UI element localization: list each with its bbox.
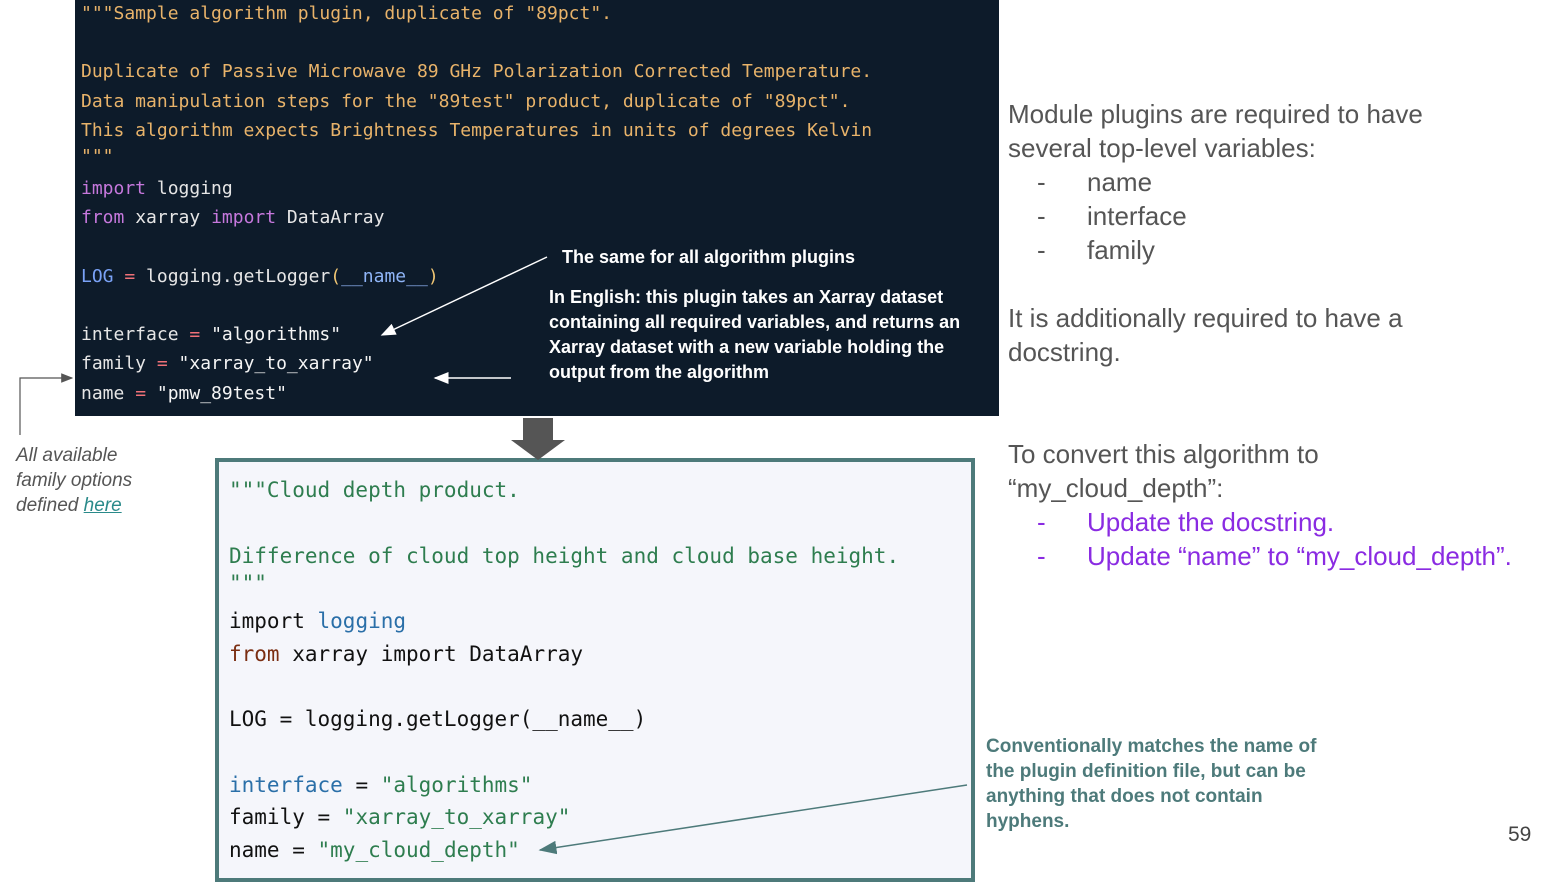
note-same-for-all: The same for all algorithm plugins [562, 247, 856, 267]
light-name-val: "my_cloud_depth" [317, 838, 520, 862]
from-import-keyword: import [211, 207, 277, 228]
family-var: family [81, 353, 147, 374]
family-eq: = [146, 353, 179, 374]
light-name-plain: name = [229, 838, 318, 862]
log-close-paren: ) [427, 266, 439, 287]
bullet-family: family [1087, 235, 1155, 265]
light-from-line: from xarray import DataArray [229, 641, 583, 667]
light-code-panel: """Cloud depth product. Difference of cl… [215, 458, 975, 882]
step-dash-1: - [1037, 507, 1046, 537]
dark-doc-line-1: """Sample algorithm plugin, duplicate of… [81, 3, 613, 24]
log-var: LOG [81, 266, 114, 287]
from-module: xarray [124, 207, 212, 228]
doc-line-2: docstring. [1008, 337, 1121, 367]
doc-line-1: It is additionally required to have a [1008, 303, 1403, 333]
bullet-interface: interface [1087, 201, 1187, 231]
bullet-name: name [1087, 167, 1153, 197]
interface-eq: = [178, 324, 212, 345]
page-number: 59 [1508, 823, 1532, 846]
light-import-mod: logging [317, 609, 407, 633]
note-in-english: In English: this plugin takes an Xarray … [549, 287, 961, 382]
from-keyword: from [81, 207, 125, 228]
side-note-line3: defined [16, 495, 84, 516]
light-from-rest: xarray import DataArray [279, 642, 584, 666]
side-note: All available family options defined her… [16, 443, 166, 518]
convert-line-2: “my_cloud_depth”: [1008, 473, 1224, 503]
log-dunder: __name__ [341, 266, 428, 287]
step-update-docstring: Update the docstring. [1087, 507, 1335, 537]
dark-code-panel: """Sample algorithm plugin, duplicate of… [75, 0, 999, 416]
req-line-2: several top-level variables: [1008, 133, 1316, 163]
light-name-line: name = "my_cloud_depth" [229, 837, 520, 863]
name-var: name [81, 383, 125, 404]
step-update-name: Update “name” to “my_cloud_depth”. [1087, 541, 1512, 571]
light-interface-var: interface [229, 773, 343, 797]
from-name: DataArray [276, 207, 385, 228]
name-eq: = [124, 383, 157, 404]
dark-name-line: name = "pmw_89test" [81, 383, 287, 405]
log-open-paren: ( [330, 266, 342, 287]
light-family-plain: family = [229, 805, 343, 829]
side-note-line2: family options [16, 470, 133, 491]
light-import-line: import logging [229, 608, 406, 634]
arrow-side-note [19, 373, 74, 435]
dark-interface-line: interface = "algorithms" [81, 324, 341, 346]
family-options-link[interactable]: here [83, 495, 122, 516]
light-family-val: "xarray_to_xarray" [342, 805, 571, 829]
log-eq: = [113, 266, 147, 287]
bullet-dash-2: - [1037, 201, 1046, 231]
light-log-line: LOG = logging.getLogger(__name__) [229, 707, 647, 731]
family-val: "xarray_to_xarray" [178, 353, 374, 374]
light-family-line: family = "xarray_to_xarray" [229, 804, 570, 830]
light-import-kw: import [229, 609, 318, 633]
interface-val: "algorithms" [211, 324, 342, 345]
light-doc-line-3: """ [229, 571, 267, 595]
convert-line-1: To convert this algorithm to [1008, 439, 1319, 469]
interface-var: interface [81, 324, 179, 345]
teal-note: Conventionally matches the name of the p… [986, 736, 1317, 832]
bullet-dash-1: - [1037, 167, 1046, 197]
dark-import-line: import logging [81, 178, 233, 200]
import-keyword: import [81, 178, 147, 199]
import-module: logging [146, 178, 233, 199]
light-interface-line: interface = "algorithms" [229, 772, 532, 798]
side-note-line1: All available [16, 445, 118, 466]
light-doc-line-2: Difference of cloud top height and cloud… [229, 544, 900, 568]
light-interface-val: "algorithms" [380, 773, 533, 797]
dark-from-line: from xarray import DataArray [81, 207, 384, 229]
dark-family-line: family = "xarray_to_xarray" [81, 353, 374, 375]
req-line-1: Module plugins are required to have [1008, 99, 1423, 129]
dark-log-line: LOG = logging.getLogger(__name__) [81, 266, 439, 288]
dark-doc-line-4: Data manipulation steps for the "89test"… [81, 91, 851, 112]
dark-doc-line-6: """ [81, 146, 114, 167]
dark-doc-line-3: Duplicate of Passive Microwave 89 GHz Po… [81, 61, 873, 82]
light-doc-line-1: """Cloud depth product. [229, 478, 520, 502]
light-interface-eq: = [342, 773, 381, 797]
name-val: "pmw_89test" [156, 383, 287, 404]
step-dash-2: - [1037, 541, 1046, 571]
log-call: logging.getLogger [146, 266, 331, 287]
bullet-dash-3: - [1037, 235, 1046, 265]
down-arrow [511, 418, 565, 460]
light-from-kw: from [229, 642, 280, 666]
dark-doc-line-5: This algorithm expects Brightness Temper… [81, 120, 873, 141]
